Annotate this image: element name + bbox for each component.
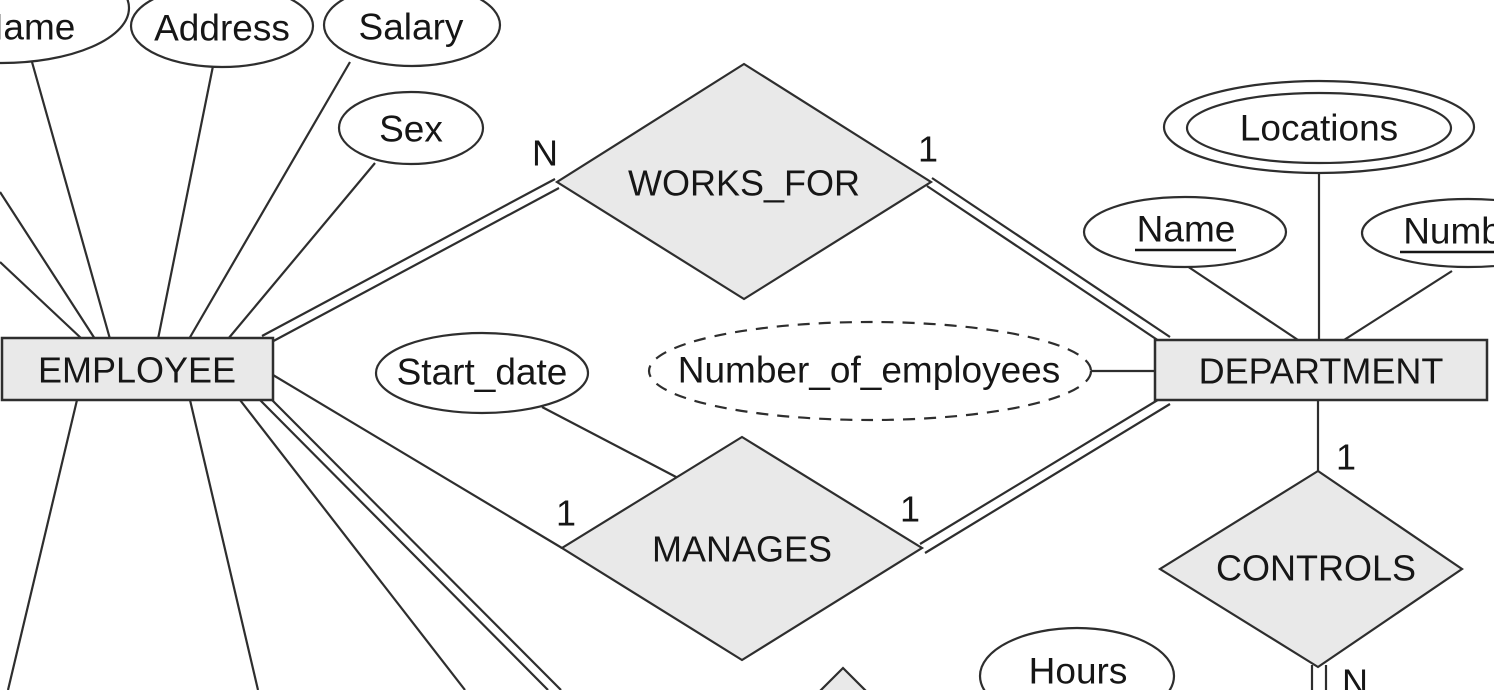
connector-offscreen-attr-1-employee	[0, 191, 96, 340]
attribute-number-of-employees: Number_of_employees	[647, 320, 1093, 422]
connector-name-employee	[30, 61, 112, 340]
connector-salary-employee	[188, 61, 351, 340]
manages-diamond	[559, 435, 925, 662]
controls-diamond	[1157, 469, 1464, 669]
attribute-employee-sex: Sex	[337, 90, 485, 166]
manages-label: MANAGES	[652, 529, 832, 570]
attribute-manages-start-date: Start_date	[374, 331, 590, 415]
number-of-employees-label: Number_of_employees	[678, 350, 1061, 391]
employee-name-ellipse	[0, 0, 131, 65]
attribute-department-locations: Locations	[1162, 79, 1476, 175]
connector-employee-manages	[272, 374, 563, 549]
connector-number-department	[1343, 270, 1453, 341]
locations-inner-ellipse	[1185, 91, 1453, 165]
attribute-works-on-hours: Hours	[978, 626, 1176, 690]
controls-label: CONTROLS	[1216, 548, 1416, 589]
employee-address-label: Address	[154, 8, 290, 49]
entity-employee: EMPLOYEE	[0, 336, 275, 402]
connector-works-for-department-double-a	[931, 177, 1171, 338]
connector-employee-works-on-double-b	[271, 399, 562, 690]
connector-start-date-manages	[541, 406, 679, 479]
connector-name-department	[1186, 265, 1299, 341]
department-number-ellipse	[1360, 197, 1494, 269]
department-number-label: Number	[1403, 211, 1494, 252]
start-date-ellipse	[374, 331, 590, 415]
hours-label: Hours	[1029, 651, 1128, 690]
cardinality-controls-project-n: N	[1342, 662, 1368, 690]
department-box	[1153, 338, 1489, 402]
relationship-works-for: WORKS_FOR	[554, 62, 934, 301]
connector-address-employee	[156, 65, 215, 340]
connector-works-for-employee-double-b	[265, 187, 560, 346]
cardinality-labels: N 1 1 1 1 N	[532, 129, 1368, 690]
works-for-label: WORKS_FOR	[628, 163, 860, 204]
employee-salary-ellipse	[322, 0, 502, 68]
connector-manages-department-double-b	[924, 403, 1171, 554]
attribute-employee-name: Name	[0, 0, 131, 65]
connector-sex-employee	[227, 162, 376, 340]
hours-ellipse	[978, 626, 1176, 690]
connector-employee-bottom-2	[188, 399, 260, 690]
department-name-label: Name	[1137, 209, 1236, 250]
attribute-department-name: Name	[1082, 195, 1288, 269]
employee-label: EMPLOYEE	[38, 350, 236, 391]
cardinality-manages-department-1: 1	[900, 489, 920, 530]
start-date-label: Start_date	[397, 352, 568, 393]
relationship-manages: MANAGES	[559, 435, 925, 662]
cardinality-works-for-1: 1	[918, 129, 938, 170]
works-on-diamond-partial	[819, 666, 867, 690]
works-for-diamond	[554, 62, 934, 301]
employee-sex-ellipse	[337, 90, 485, 166]
cardinality-manages-employee-1: 1	[556, 493, 576, 534]
connector-works-for-department-double-b	[926, 185, 1166, 346]
connector-works-for-employee-double-a	[261, 178, 556, 337]
employee-name-label: Name	[0, 7, 75, 48]
attribute-employee-salary: Salary	[322, 0, 502, 68]
locations-label: Locations	[1240, 108, 1398, 149]
number-of-employees-ellipse	[647, 320, 1093, 422]
employee-address-ellipse	[129, 0, 315, 69]
relationship-controls: CONTROLS	[1157, 469, 1464, 669]
connector-employee-works-on-double-a	[259, 399, 549, 690]
connector-employee-bottom-1	[6, 399, 79, 690]
connector-employee-bottom-3	[239, 399, 466, 690]
entity-department: DEPARTMENT	[1153, 338, 1489, 402]
employee-box	[0, 336, 275, 402]
department-label: DEPARTMENT	[1199, 351, 1444, 392]
connectors	[0, 61, 1453, 690]
connector-manages-department-double-a	[919, 394, 1167, 545]
employee-sex-label: Sex	[379, 109, 443, 150]
attribute-department-number: Number	[1360, 197, 1494, 269]
connector-offscreen-attr-2-employee	[0, 261, 83, 340]
cardinality-controls-department-1: 1	[1336, 437, 1356, 478]
attribute-employee-address: Address	[129, 0, 315, 69]
employee-salary-label: Salary	[359, 7, 464, 48]
cardinality-works-for-n: N	[532, 133, 558, 174]
